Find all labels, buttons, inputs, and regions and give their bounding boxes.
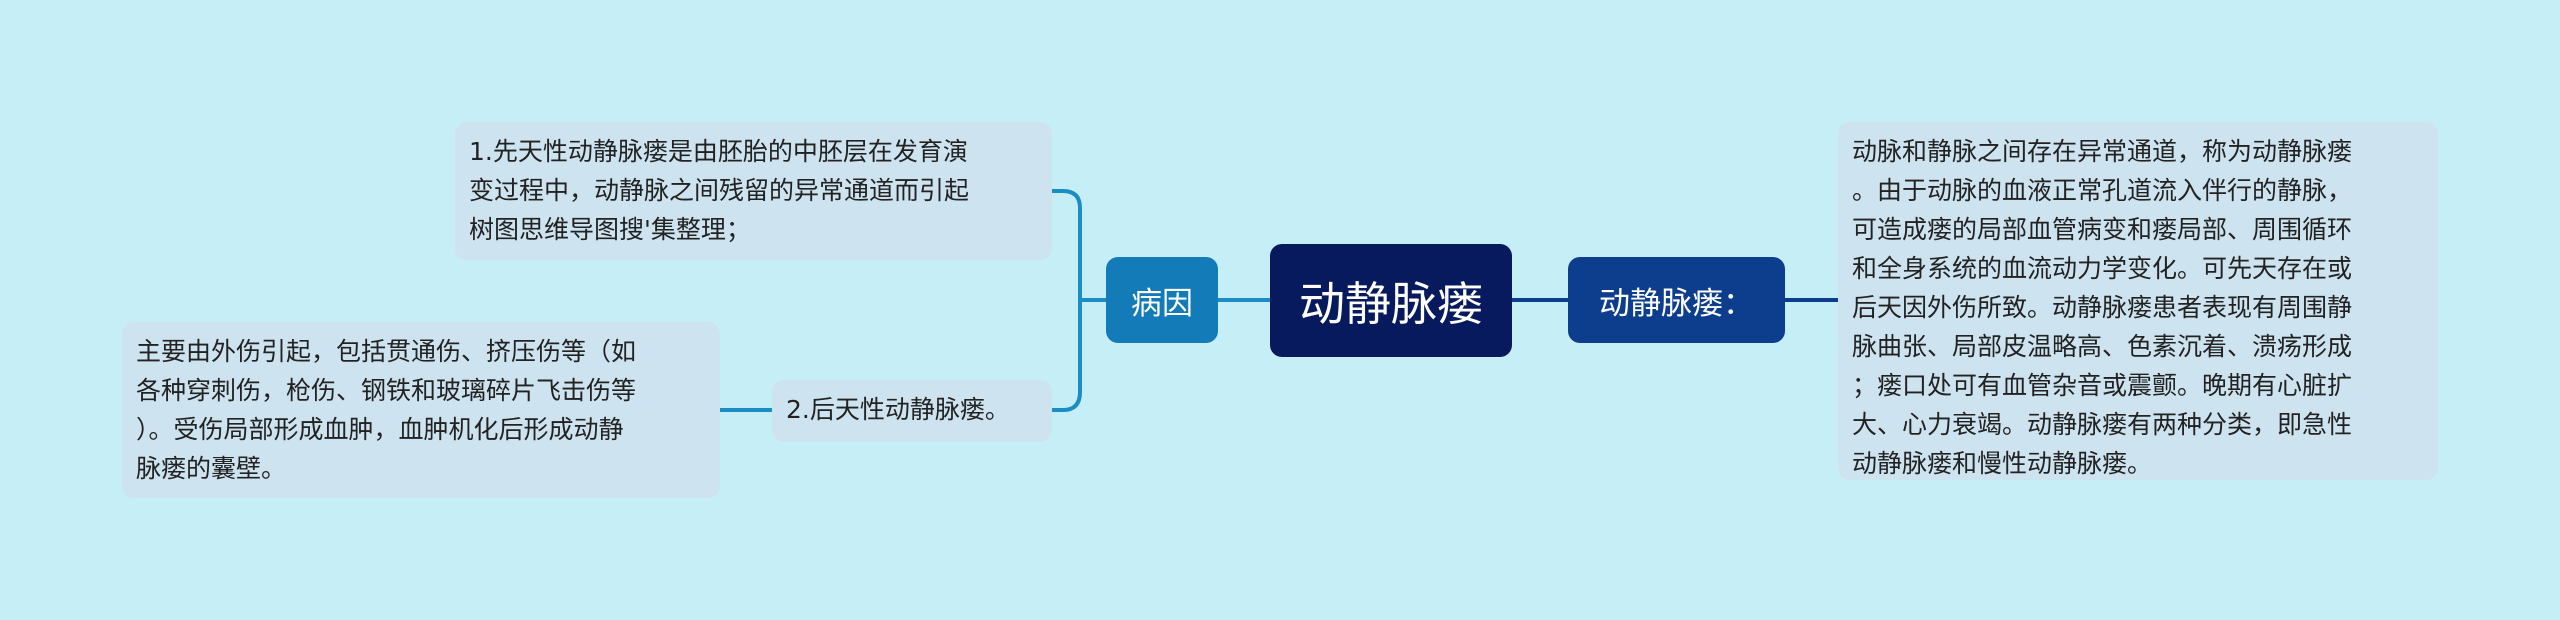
definition-detail-line-6: 脉曲张、局部皮温略高、色素沉着、溃疡形成 (1852, 332, 2353, 361)
connector-cause-acquired (1052, 300, 1082, 412)
definition-detail-line-8: 大、心力衰竭。动静脉瘘有两种分类，即急性 (1852, 410, 2353, 439)
definition-label: 动静脉瘘： (1599, 285, 1754, 322)
definition-detail-line-2: 。由于动脉的血液正常孔道流入伴行的静脉， (1852, 176, 2353, 205)
definition-detail-node[interactable]: 动脉和静脉之间存在异常通道，称为动静脉瘘 。由于动脉的血液正常孔道流入伴行的静脉… (1838, 122, 2438, 480)
acquired-label: 2.后天性动静脉瘘。 (786, 395, 1010, 424)
congenital-line-1: 1.先天性动静脉瘘是由胚胎的中胚层在发育演 (469, 137, 968, 166)
root-node[interactable]: 动静脉瘘 (1270, 244, 1512, 357)
cause-label: 病因 (1131, 285, 1193, 322)
acquired-node[interactable]: 2.后天性动静脉瘘。 (772, 380, 1052, 442)
definition-detail-line-7: ；瘘口处可有血管杂音或震颤。晚期有心脏扩 (1852, 371, 2353, 400)
definition-detail-line-1: 动脉和静脉之间存在异常通道，称为动静脉瘘 (1852, 137, 2353, 166)
root-label: 动静脉瘘 (1299, 276, 1483, 331)
cause-node[interactable]: 病因 (1106, 257, 1218, 343)
acquired-detail-node[interactable]: 主要由外伤引起，包括贯通伤、挤压伤等（如 各种穿刺伤，枪伤、钢铁和玻璃碎片飞击伤… (122, 322, 720, 498)
definition-detail-line-3: 可造成瘘的局部血管病变和瘘局部、周围循环 (1852, 215, 2353, 244)
acquired-detail-line-4: 脉瘘的囊壁。 (136, 454, 287, 483)
congenital-node[interactable]: 1.先天性动静脉瘘是由胚胎的中胚层在发育演 变过程中，动静脉之间残留的异常通道而… (455, 122, 1052, 260)
definition-node[interactable]: 动静脉瘘： (1568, 257, 1785, 343)
acquired-detail-line-2: 各种穿刺伤，枪伤、钢铁和玻璃碎片飞击伤等 (136, 376, 637, 405)
acquired-detail-line-1: 主要由外伤引起，包括贯通伤、挤压伤等（如 (136, 337, 637, 366)
connector-cause-congenital (1052, 189, 1082, 300)
definition-detail-line-4: 和全身系统的血流动力学变化。可先天存在或 (1852, 254, 2353, 283)
congenital-line-2: 变过程中，动静脉之间残留的异常通道而引起 (469, 176, 970, 205)
acquired-detail-line-3: ）。受伤局部形成血肿，血肿机化后形成动静 (136, 415, 624, 444)
definition-detail-line-5: 后天因外伤所致。动静脉瘘患者表现有周围静 (1852, 293, 2353, 322)
definition-detail-line-9: 动静脉瘘和慢性动静脉瘘。 (1852, 449, 2153, 478)
congenital-line-3: 树图思维导图搜'集整理； (469, 215, 751, 244)
